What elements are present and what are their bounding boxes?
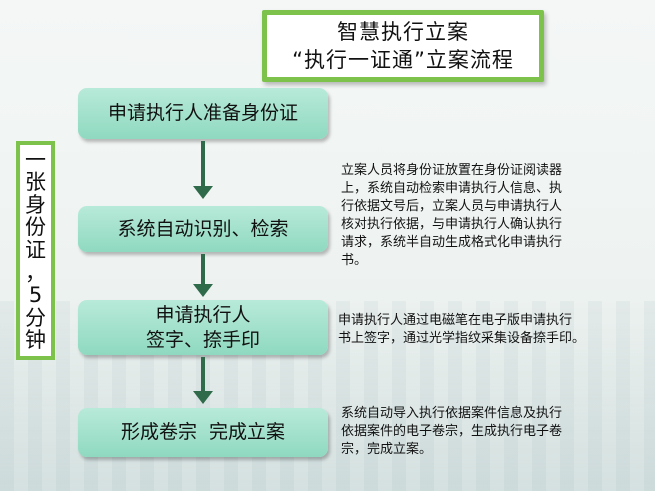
description-sign-fingerprint: 申请执行人通过电磁笔在电子版申请执行 书上签字，通过光学指纹采集设备捺手印。 bbox=[338, 312, 650, 348]
description-line: 立案人员将身份证放置在身份证阅读器 bbox=[341, 163, 563, 178]
side-label-char: ， bbox=[25, 260, 46, 285]
side-label-char: 分 bbox=[25, 305, 46, 330]
side-label-char: 份 bbox=[25, 215, 46, 240]
side-label-char: 5 bbox=[28, 283, 43, 308]
description-line: 依据案件的电子卷宗，生成执行电子卷 bbox=[341, 424, 563, 439]
side-label-char: 张 bbox=[25, 170, 46, 195]
step-complete-filing: 形成卷宗 完成立案 bbox=[78, 408, 328, 457]
description-line: 宗，完成立案。 bbox=[341, 442, 433, 457]
down-arrow-icon bbox=[193, 254, 213, 297]
description-line: 书。 bbox=[341, 253, 368, 268]
description-line: 书上签字，通过光学指纹采集设备捺手印。 bbox=[338, 331, 586, 346]
side-label-box: 一 张 身 份 证 ， 5 分 钟 bbox=[16, 141, 55, 360]
down-arrow-icon bbox=[193, 141, 213, 199]
step-prepare-id: 申请执行人准备身份证 bbox=[78, 88, 328, 139]
title-line-1: 智慧执行立案 bbox=[337, 20, 469, 44]
side-label-char: 身 bbox=[25, 192, 46, 217]
step-label: 申请执行人准备身份证 bbox=[107, 102, 298, 124]
step-auto-identify: 系统自动识别、检索 bbox=[78, 206, 328, 252]
title-box: 智慧执行立案 “执行一证通”立案流程 bbox=[262, 10, 544, 82]
side-label-char: 证 bbox=[25, 237, 46, 262]
description-line: 系统自动导入执行依据案件信息及执行 bbox=[341, 406, 563, 421]
description-auto-identify: 立案人员将身份证放置在身份证阅读器 上，系统自动检索申请执行人信息、执 行依据文… bbox=[341, 162, 637, 270]
description-line: 申请执行人通过电磁笔在电子版申请执行 bbox=[338, 313, 573, 328]
step-sign-fingerprint: 申请执行人 签字、捺手印 bbox=[78, 300, 328, 355]
step-label: 形成卷宗 完成立案 bbox=[120, 421, 286, 443]
step-label-line-2: 签字、捺手印 bbox=[145, 328, 260, 351]
side-label-char: 钟 bbox=[25, 328, 46, 353]
description-line: 核对执行依据，与申请执行人确认执行 bbox=[341, 217, 563, 232]
down-arrow-icon bbox=[193, 357, 213, 404]
side-label-char: 一 bbox=[25, 147, 46, 172]
title-line-2: “执行一证通”立案流程 bbox=[292, 48, 514, 72]
description-line: 请求，系统半自动生成格式化申请执行 bbox=[341, 235, 563, 250]
step-label: 系统自动识别、检索 bbox=[117, 217, 289, 240]
description-complete-filing: 系统自动导入执行依据案件信息及执行 依据案件的电子卷宗，生成执行电子卷 宗，完成… bbox=[341, 405, 641, 459]
description-line: 上，系统自动检索申请执行人信息、执 bbox=[341, 181, 563, 196]
step-label-line-1: 申请执行人 bbox=[155, 303, 251, 326]
description-line: 行依据文号后，立案人员与申请执行人 bbox=[341, 199, 563, 214]
